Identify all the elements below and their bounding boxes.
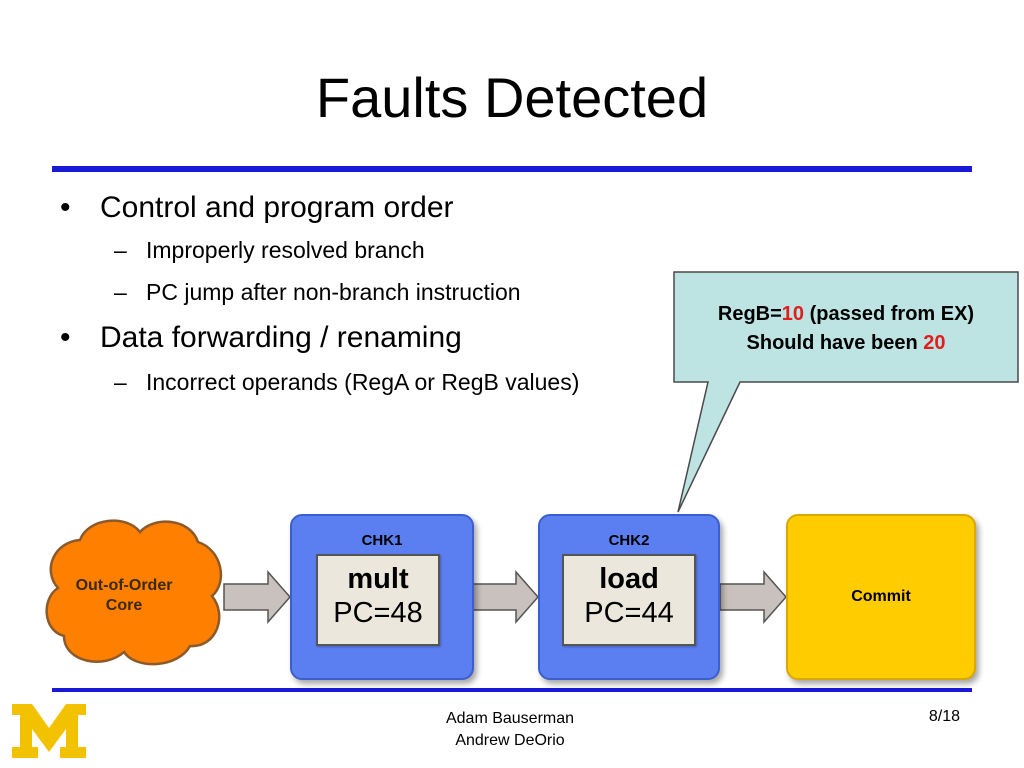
instruction-pc: PC=48	[333, 597, 423, 629]
commit-stage: Commit	[786, 514, 976, 680]
footer-authors: Adam Bauserman Andrew DeOrio	[380, 708, 640, 752]
callout-line-2: Should have been 20	[746, 332, 946, 354]
sub-bullet-marker: –	[114, 237, 127, 263]
out-of-order-core-cloud	[45, 519, 223, 666]
university-logo-icon	[12, 704, 86, 758]
page-number: 8/18	[928, 708, 960, 725]
instruction-opcode: load	[599, 563, 659, 595]
stage-chk2: CHK2 load PC=44	[538, 514, 720, 680]
bullet-marker: •	[60, 191, 71, 224]
sub-bullet-marker: –	[114, 369, 127, 395]
stage-chk1: CHK1 mult PC=48	[290, 514, 474, 680]
callout-expected-value: 20	[923, 332, 946, 354]
stage-label: CHK2	[608, 532, 650, 549]
callout-actual-value: 10	[781, 303, 805, 325]
instruction-opcode: mult	[347, 563, 409, 595]
title-divider	[52, 166, 972, 172]
bullet-control-order: Control and program order	[100, 191, 454, 224]
sub-bullet-pc-jump: PC jump after non-branch instruction	[146, 279, 521, 305]
slide-title: Faults Detected	[315, 66, 709, 129]
sub-bullet-operands: Incorrect operands (RegA or RegB values)	[146, 369, 580, 395]
footer-author: Adam Bauserman	[445, 710, 575, 727]
callout-text: RegB=10 (passed from EX) Should have bee…	[676, 300, 1016, 358]
sub-bullet-branch: Improperly resolved branch	[146, 237, 425, 263]
sub-bullet-marker: –	[114, 279, 127, 305]
instruction-box: mult PC=48	[316, 554, 440, 646]
stage-label: CHK1	[361, 532, 403, 549]
core-label: Out-of-Order Core	[75, 577, 173, 614]
flow-arrow	[719, 570, 787, 624]
footer-divider	[52, 688, 972, 692]
flow-arrow	[471, 570, 539, 624]
footer-author: Andrew DeOrio	[455, 732, 565, 749]
instruction-pc: PC=44	[584, 597, 674, 629]
callout-line-1: RegB=10 (passed from EX)	[717, 303, 975, 325]
bullet-marker: •	[60, 321, 71, 354]
flow-arrow	[223, 570, 291, 624]
commit-label: Commit	[851, 588, 911, 605]
instruction-box: load PC=44	[562, 554, 696, 646]
bullet-data-forwarding: Data forwarding / renaming	[100, 321, 462, 354]
